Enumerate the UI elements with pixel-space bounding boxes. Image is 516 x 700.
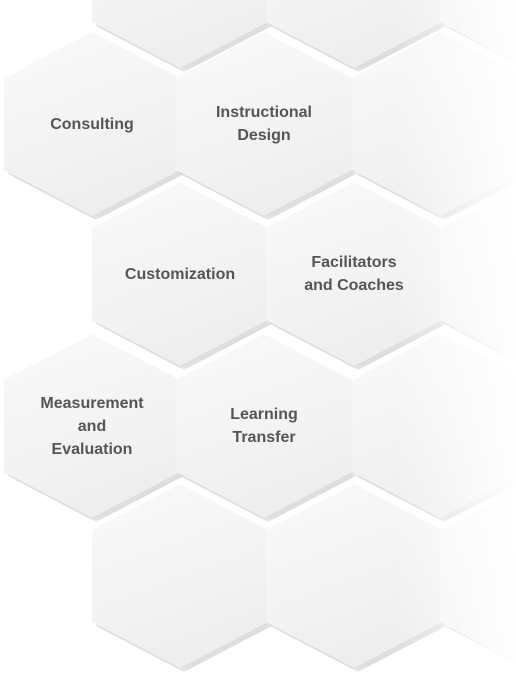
hex-tile [92, 484, 268, 668]
hex-tile-label: Learning Transfer [230, 406, 298, 446]
hex-tile-label: Facilitators and Coaches [304, 254, 404, 294]
hex-tile-label: Measurement and Evaluation [40, 394, 144, 458]
hex-tile-label: Instructional Design [215, 104, 312, 144]
hex-tile-label: Customization [124, 265, 236, 283]
hex-tile [352, 334, 516, 518]
hex-tile-label: Consulting [50, 115, 134, 133]
